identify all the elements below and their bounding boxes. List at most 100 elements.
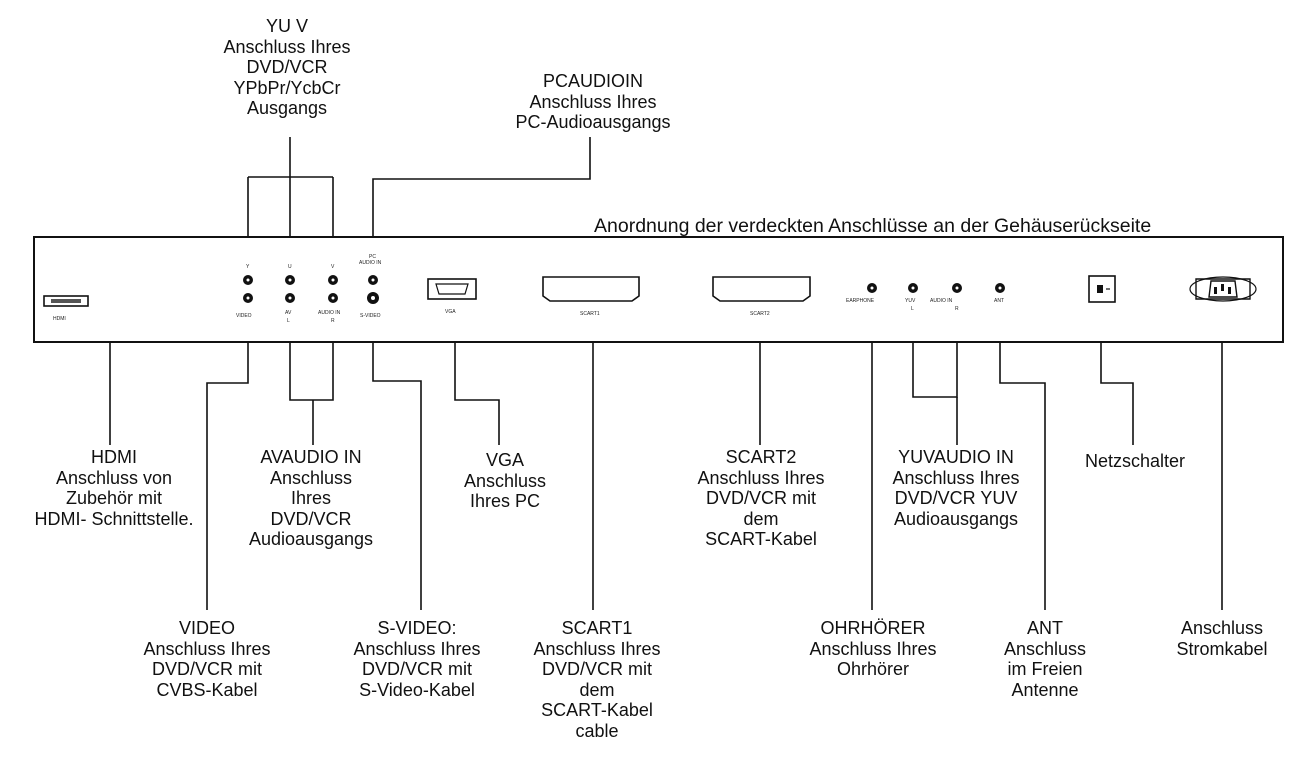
callout-line: Ohrhörer [836,659,910,679]
callout-line: Zubehör mit [65,488,163,508]
panel-label-pc-audio-2: AUDIO IN [359,260,382,266]
callout-line: VGA [485,450,525,470]
jack-video-icon [243,293,253,303]
panel-label-yuv-r-1: AUDIO IN [930,298,953,304]
jack-yuv-r-icon [952,283,962,293]
power-socket-icon [1189,276,1257,302]
panel-label-av-1: AV [285,310,292,316]
vga-port-icon [427,278,477,300]
callout-line: dem [743,508,779,529]
callout-line: YU V [265,16,308,36]
callout-line: PCAUDIOIN [542,71,644,91]
jack-yuv-l-icon [908,283,918,293]
callout-line: Anschluss Ihres [143,638,271,659]
callout-line: YPbPr/YcbCr [233,77,341,98]
jack-y-icon [243,275,253,285]
callout-line: DVD/VCR [246,57,328,77]
jack-av-r-icon [328,293,338,303]
jack-v-icon [328,275,338,285]
callout-line: ANT [1026,618,1063,638]
callout-line: PC-Audioausgangs [515,112,671,132]
callout-line: DVD/VCR mit [361,659,472,679]
panel-label-yuv-r-2: R [955,306,959,312]
diagram-title: Anordnung der verdeckten Anschlüsse an d… [594,215,1152,237]
callout-line: dem [579,679,615,700]
callout-line: Anschluss [463,470,547,491]
callout-line: DVD/VCR [270,508,352,529]
callout-line: DVD/VCR mit [151,659,262,679]
callout-line: CVBS-Kabel [156,679,258,700]
callout-line: Audioausgangs [248,529,374,549]
callout-line: Anschluss von [55,467,173,488]
panel-label-hdmi: HDMI [53,316,66,322]
callout-line: Netzschalter [1084,451,1186,471]
power-switch-icon [1088,275,1116,303]
jack-av-l-icon [285,293,295,303]
callout-line: Anschluss Ihres [223,36,351,57]
panel-label-audio-in-1: AUDIO IN [318,310,341,316]
callout-netzschalter: Netzschalter [1085,451,1185,472]
panel-label-vga: VGA [445,309,456,315]
callout-line: DVD/VCR mit [705,488,816,508]
jack-earphone-icon [867,283,877,293]
callout-line: im Freien [1007,659,1083,679]
callout-line: Anschluss Ihres [809,638,937,659]
panel-label-yuv-l-1: YUV [905,298,916,304]
panel-label-y: Y [246,264,250,270]
jack-u-icon [285,275,295,285]
callout-line: HDMI [90,447,137,467]
panel-label-u: U [288,264,292,270]
panel-label-scart1: SCART1 [580,311,600,317]
panel-label-pc-audio-1: PC [369,254,376,260]
panel-label-audio-in-2: R [331,318,335,324]
callout-line: Anschluss Ihres [892,467,1020,488]
scart2-port-icon [712,276,811,302]
callout-line: SCART2 [725,447,797,467]
callout-line: Anschluss [1003,638,1087,659]
callout-line: Ihres [290,488,332,508]
callout-line: SCART-Kabel [705,529,817,549]
callout-line: S-Video-Kabel [359,679,475,700]
panel-label-av-2: L [287,318,290,324]
jack-s-video-icon [367,292,379,304]
panel-label-ant: ANT [994,298,1004,304]
hdmi-port-icon [43,295,89,307]
callout-line: DVD/VCR YUV [894,488,1018,508]
jack-pc-audio-icon [368,275,378,285]
callout-line: DVD/VCR mit [541,659,652,679]
callout-line: cable [575,720,619,741]
panel-label-earphone: EARPHONE [846,298,875,304]
jack-ant-icon [995,283,1005,293]
panel-label-video: VIDEO [236,313,252,319]
callout-line: VIDEO [178,618,235,638]
callout-line: AVAUDIO IN [260,447,362,467]
callout-line: Anschluss Ihres [353,638,481,659]
callout-line: SCART-Kabel [541,700,653,720]
panel-label-v: V [331,264,335,270]
callout-line: SCART1 [561,618,633,638]
callout-line: Anschluss [1180,618,1264,638]
callout-line: Anschluss Ihres [533,638,661,659]
callout-line: Stromkabel [1176,638,1268,659]
panel-label-yuv-l-2: L [911,306,914,312]
rear-panel [33,236,1284,343]
callout-line: Anschluss Ihres [529,91,657,112]
callout-line: Audioausgangs [893,508,1019,529]
callout-line: Ausgangs [246,98,328,118]
callout-line: OHRHÖRER [820,618,926,638]
leader-lines [109,137,1223,610]
callout-line: YUVAUDIO IN [898,447,1014,467]
